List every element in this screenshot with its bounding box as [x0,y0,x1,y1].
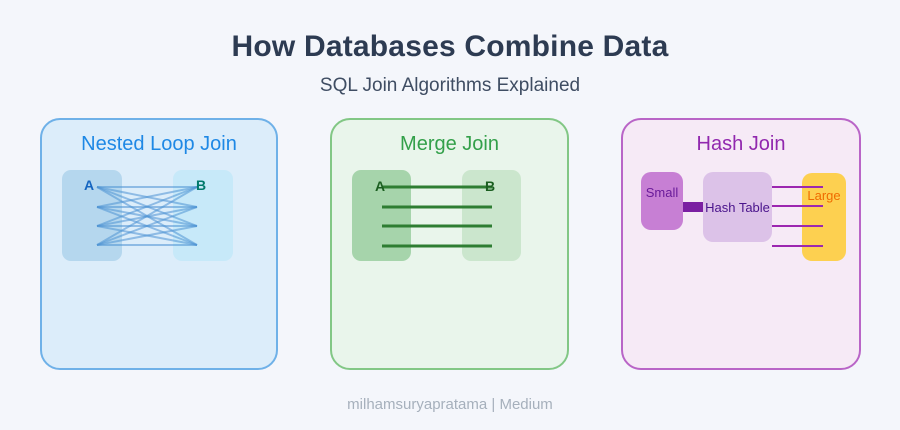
panel-merge-join: Merge Join A B [330,118,569,370]
panel-nested-loop-join: Nested Loop Join A B [40,118,278,370]
hash-small-table-box: Small [641,172,683,230]
hash-table-box: Hash Table [703,172,772,242]
hash-large-table-box: Large [802,173,846,261]
page-title: How Databases Combine Data [231,30,669,63]
nested-loop-table-b-label: B [196,177,207,193]
merge-table-a-label: A [375,178,386,194]
credit-text: milhamsuryapratama | Medium [347,396,553,413]
page-subtitle: SQL Join Algorithms Explained [319,75,581,96]
nested-loop-table-a-label: A [84,177,95,193]
nested-loop-join-title: Nested Loop Join [81,133,237,155]
merge-join-title: Merge Join [400,133,499,155]
hash-build-connector [683,202,703,212]
merge-table-b-label: B [485,178,496,194]
panel-hash-join: Hash Join Small Hash Table Large [621,118,861,370]
hash-join-title: Hash Join [696,133,786,155]
